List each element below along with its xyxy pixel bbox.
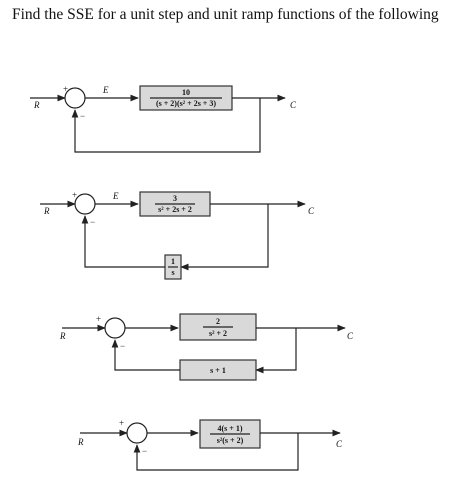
plus-sign: +	[63, 84, 68, 94]
minus-sign: −	[90, 217, 95, 227]
error-label: E	[102, 85, 109, 95]
forward-denominator: s² + 2s + 2	[158, 205, 192, 214]
forward-numerator: 10	[182, 88, 190, 97]
output-label: C	[347, 331, 354, 341]
forward-denominator: (s + 2)(s² + 2s + 3)	[156, 99, 216, 108]
forward-numerator: 4(s + 1)	[218, 424, 243, 433]
feedback-text: s + 1	[210, 366, 226, 375]
diagram-2: R C E + − 3 s² + 2s + 2 1 s	[40, 190, 315, 280]
diagram-4: R C + − 4(s + 1) s²(s + 2)	[77, 418, 343, 471]
error-label: E	[112, 191, 119, 201]
minus-sign: −	[142, 446, 147, 456]
plus-sign: +	[96, 314, 101, 324]
summing-junction	[74, 193, 96, 215]
input-label: R	[77, 437, 84, 447]
output-label: C	[290, 100, 297, 110]
question-text: Find the SSE for a unit step and unit ra…	[12, 6, 439, 23]
forward-numerator: 2	[216, 317, 220, 326]
minus-sign: −	[80, 111, 85, 121]
diagram-3: R C + − 2 s² + 2 s + 1	[59, 313, 354, 381]
forward-denominator: s² + 2	[209, 329, 227, 338]
output-label: C	[336, 439, 343, 449]
input-label: R	[59, 331, 66, 341]
feedback-numerator: 1	[171, 257, 175, 266]
input-label: R	[33, 100, 40, 110]
summing-junction	[126, 422, 148, 444]
forward-denominator: s²(s + 2)	[217, 436, 244, 445]
diagram-1: R C E + − 10 (s + 2)(s² + 2s + 3)	[30, 84, 297, 153]
plus-sign: +	[119, 418, 124, 428]
input-label: R	[43, 206, 50, 216]
minus-sign: −	[120, 341, 125, 351]
feedback-denominator: s	[171, 268, 174, 277]
forward-numerator: 3	[173, 194, 177, 203]
output-label: C	[308, 206, 315, 216]
summing-junction	[104, 317, 126, 339]
plus-sign: +	[72, 190, 77, 200]
